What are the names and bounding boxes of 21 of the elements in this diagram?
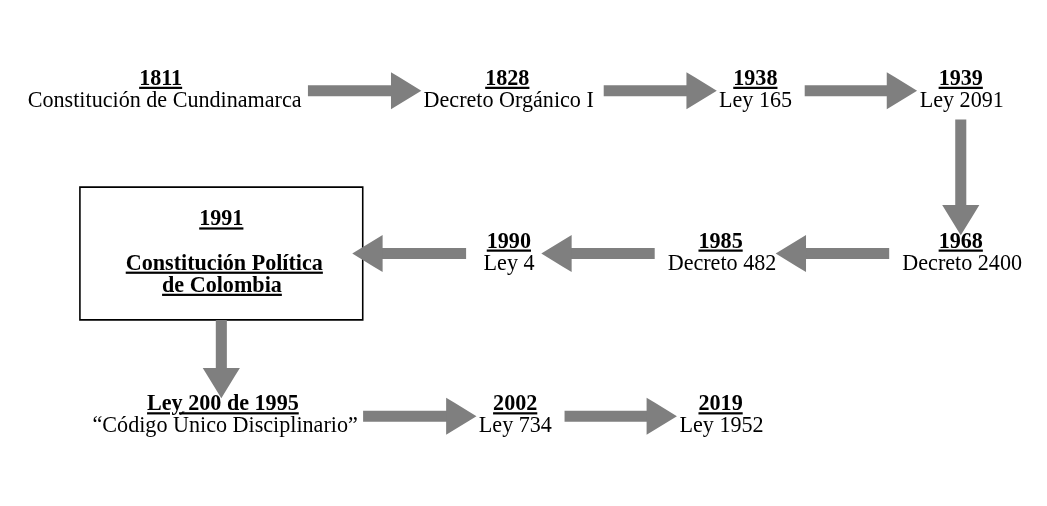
node-text: Ley 200 de 1995 “Código Único Disciplinario”	[92, 389, 358, 437]
arrow	[352, 234, 467, 272]
node-text: 1985 Decreto 482	[667, 227, 777, 275]
node-text: 2019 Ley 1952	[679, 389, 764, 437]
arrow	[541, 234, 655, 272]
arrow	[363, 397, 477, 435]
arrow	[804, 71, 918, 109]
arrow	[603, 71, 717, 109]
arrow	[564, 397, 677, 435]
arrow	[775, 234, 890, 272]
node-text: 2002 Ley 734	[478, 389, 552, 437]
node-box: 1991 Constitución Política de Colombia	[79, 185, 364, 321]
node-text: 1939 Ley 2091	[919, 64, 1004, 112]
arrow	[202, 319, 240, 398]
node-text: 1990 Ley 4	[483, 227, 535, 275]
node-text: 1968 Decreto 2400	[902, 227, 1023, 275]
node-text: 1828 Decreto Orgánico I	[423, 64, 594, 112]
arrow	[307, 71, 422, 109]
node-text: 1811 Constitución de Cundinamarca	[27, 64, 302, 112]
arrow	[942, 118, 980, 235]
node-text: 1938 Ley 165	[719, 64, 793, 112]
